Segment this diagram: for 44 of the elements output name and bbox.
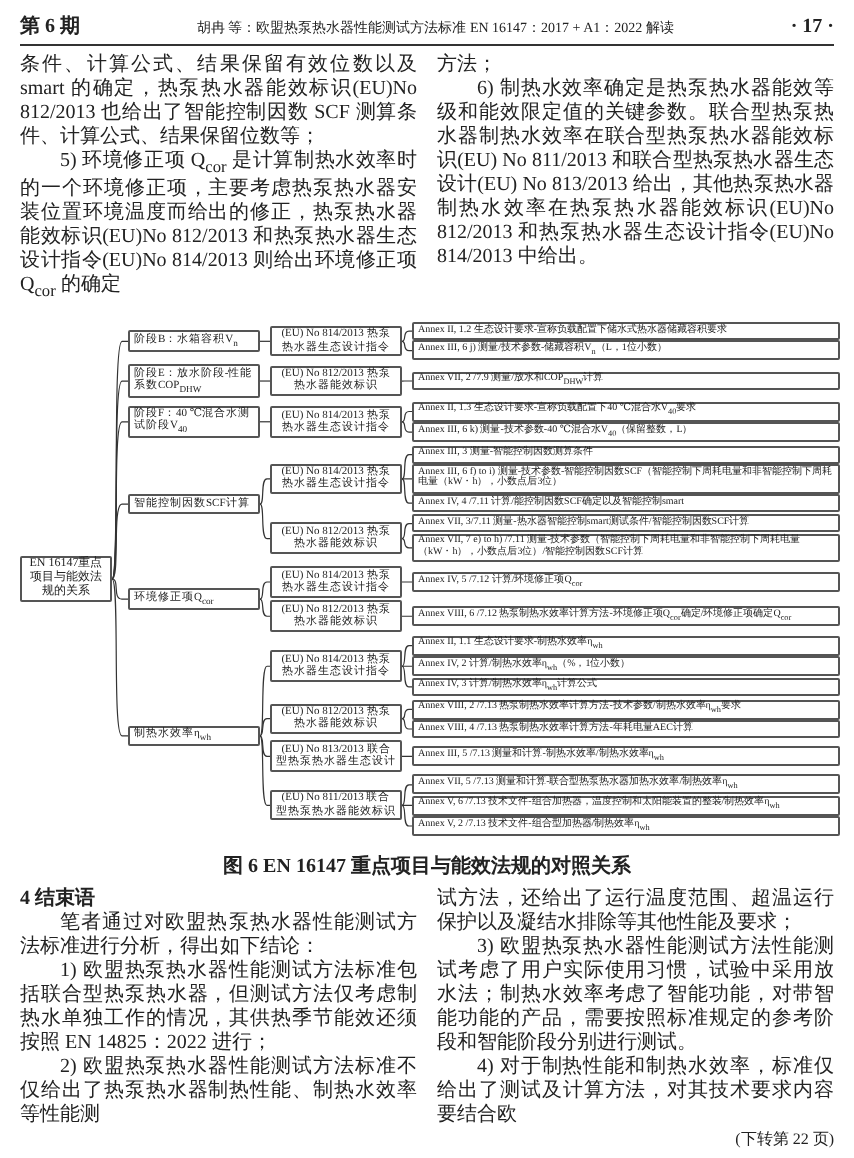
- connector-line: [259, 735, 271, 757]
- connector-line: [401, 421, 413, 433]
- connector-line: [401, 718, 413, 730]
- connector-line: [401, 804, 413, 827]
- page-number: · 17 ·: [790, 16, 834, 38]
- connector-line: [401, 380, 413, 382]
- connector-line: [259, 598, 271, 617]
- connector-line: [401, 537, 413, 549]
- connector-line: [401, 478, 413, 504]
- body-paragraph: 6) 制热水效率确定是热泵热水器能效等级和能效限定值的关键参数。联合型热泵热水器制热水效率在联合型热泵热水器能效标识(EU) No 811/2013 和联合型热泵热水器生态设计(EU) No 813/2013 给出，其他热泵热水器制热水效率在热泵热水器能效标识(EU)No 812/2013 和热泵热水器生态设计指令(EU)No 814/2013 中给出。: [437, 78, 834, 270]
- body-paragraph: 3) 欧盟热泵热水器性能测试方法性能测试考虑了用户实际使用习惯，试验中采用放水法；制热水效率考虑了智能功能，对带智能功能的产品，需要按照标准规定的参考阶段和智能阶段分别进行测试。: [437, 936, 834, 1055]
- connector-line: [259, 478, 271, 505]
- connector-line: [401, 522, 413, 540]
- body-paragraph: 4) 对于制热性能和制热水效率，标准仅给出了测试及计算方法，对其技术要求内容要结合欧: [437, 1056, 834, 1128]
- connector-line: [259, 665, 271, 737]
- connector-line: [401, 784, 413, 806]
- figure-caption: 图 6 EN 16147 重点项目与能效法规的对照关系: [221, 853, 633, 880]
- connector-line: [401, 665, 413, 688]
- connector-line: [259, 718, 271, 737]
- body-paragraph: 笔者通过对欧盟热泵热水器性能测试方法标准进行分析，得出如下结论：: [20, 912, 417, 959]
- connector-line: [111, 421, 129, 580]
- section-heading: 4 结束语: [20, 888, 97, 911]
- body-paragraph: 1) 欧盟热泵热水器性能测试方法标准包括联合型热泵热水器，但测试方法仅考虑制热水单独工作的情况，其供热季节能效还须按照 EN 14825：2022 进行；: [20, 960, 417, 1055]
- connector-line: [401, 478, 413, 480]
- connector-line: [401, 708, 413, 720]
- connector-line: [259, 735, 271, 806]
- body-paragraph: 2) 欧盟热泵热水器性能测试方法标准不仅给出了热泵热水器制热性能、制热水效率等性能测: [20, 1056, 417, 1128]
- connector-line: [401, 453, 413, 480]
- body-paragraph: 条件、计算公式、结果保留有效位数以及 smart 的确定，热泵热水器能效标识(EU)No 812/2013 也给出了智能控制因数 SCF 测算条件、计算公式、结果保留位数等；: [20, 54, 417, 149]
- continuation-note: (下转第 22 页): [733, 1128, 834, 1150]
- connector-line: [401, 340, 413, 352]
- connector-line: [111, 503, 129, 580]
- connector-line: [401, 645, 413, 667]
- body-paragraph: 5) 环境修正项 Q$_{cor}$ 是计算制热水效率时的一个环境修正项，主要考虑热泵热水器安装位置环境温度而给出的修正，热泵热水器能效标识(EU)No 812/2013 和热泵热水器生态设计指令(EU)No 814/2013 则给出环境修正项 Q$_{cor}$ 的确定: [20, 150, 417, 302]
- issue-number: 第 6 期: [20, 13, 80, 40]
- connector-line: [401, 330, 413, 342]
- connector-line: [401, 581, 413, 583]
- connector-line: [259, 380, 271, 382]
- connector-line: [111, 578, 129, 600]
- body-paragraph: 方法；: [437, 54, 499, 78]
- connector-line: [259, 581, 271, 600]
- connector-line: [259, 503, 271, 540]
- body-paragraph: 试方法，还给出了运行温度范围、超温运行保护以及凝结水排除等其他性能及要求；: [437, 888, 834, 935]
- connector-line: [111, 578, 129, 737]
